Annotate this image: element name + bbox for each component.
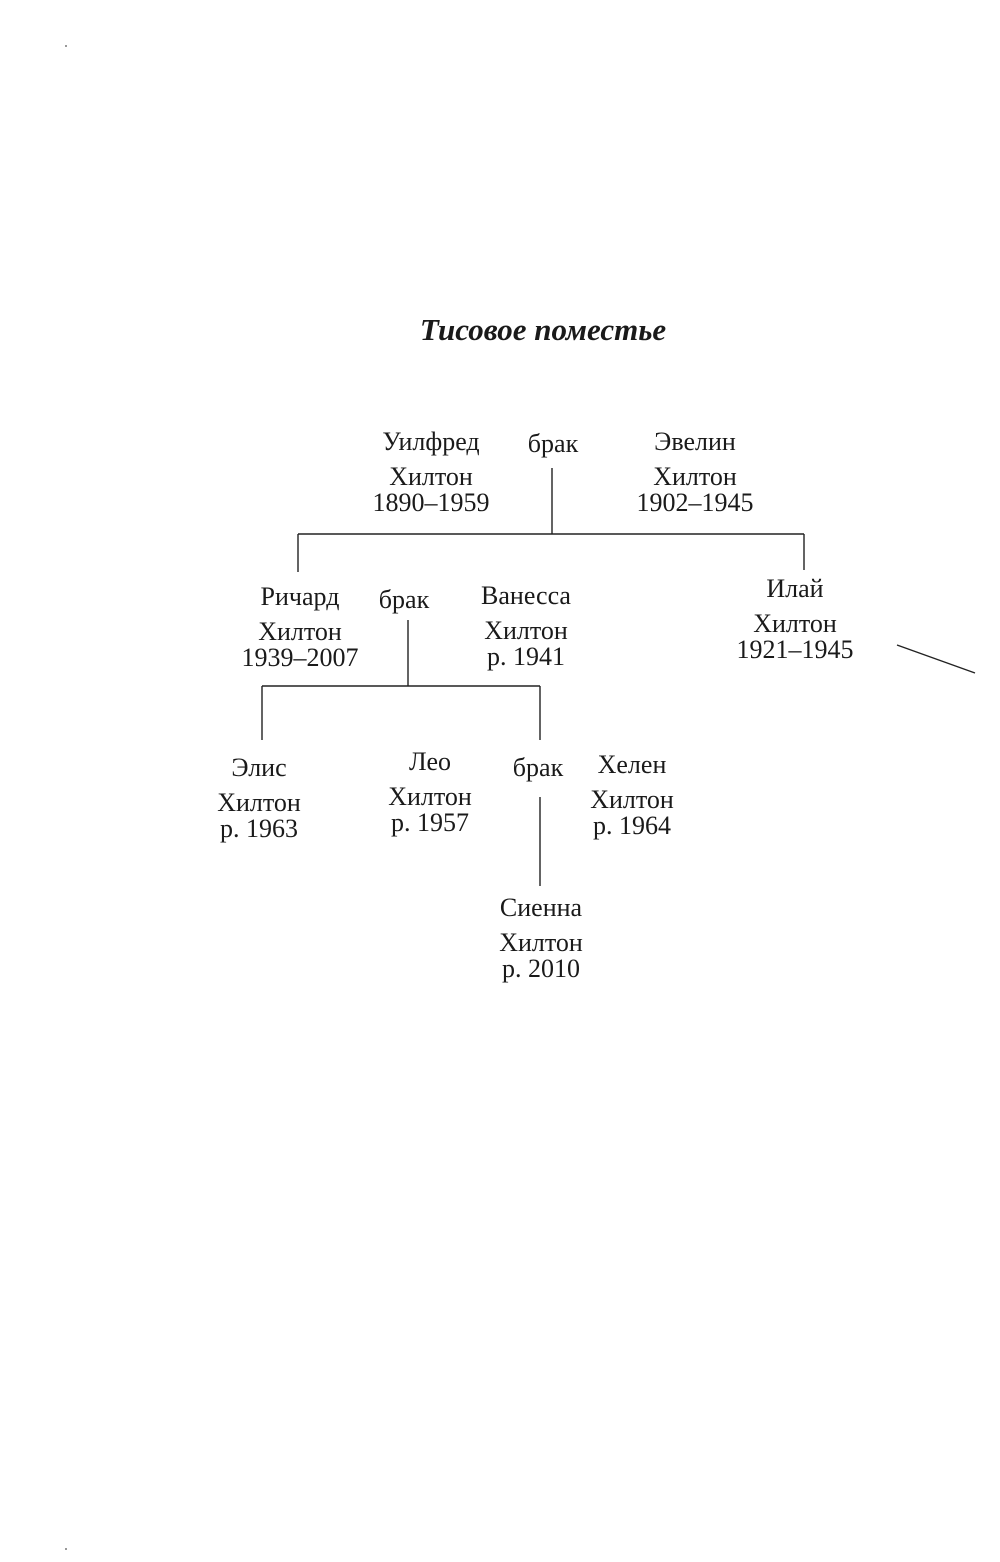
last-name: Хилтон [499, 928, 583, 957]
first-name: Эвелин [654, 427, 736, 456]
marriage-label: брак [512, 753, 564, 782]
last-name: Хилтон [590, 785, 674, 814]
first-name: Хелен [597, 750, 667, 779]
first-name: Уилфред [382, 427, 480, 456]
diagram-title: Тисовое поместье [419, 312, 667, 347]
life-dates: р. 1964 [592, 811, 671, 840]
person-richard: Ричард Хилтон 1939–2007 [242, 582, 359, 673]
marriage-label: брак [378, 585, 430, 614]
life-dates: р. 1941 [486, 642, 565, 671]
person-wilfred: Уилфред Хилтон 1890–1959 [373, 427, 490, 518]
life-dates: 1939–2007 [241, 643, 359, 672]
first-name: Ричард [260, 582, 340, 611]
person-sienna: Сиенна Хилтон р. 2010 [499, 893, 583, 984]
first-name: Лео [408, 747, 451, 776]
person-alice: Элис Хилтон р. 1963 [217, 753, 301, 844]
last-name: Хилтон [753, 609, 837, 638]
person-eli: Илай Хилтон 1921–1945 [737, 574, 854, 665]
last-name: Хилтон [389, 462, 473, 491]
last-name: Хилтон [653, 462, 737, 491]
first-name: Илай [766, 574, 824, 603]
life-dates: 1890–1959 [372, 488, 490, 517]
last-name: Хилтон [484, 616, 568, 645]
connector-eli-offpage [896, 644, 976, 674]
person-vanessa: Ванесса Хилтон р. 1941 [481, 581, 571, 672]
last-name: Хилтон [388, 782, 472, 811]
person-helen: Хелен Хилтон р. 1964 [590, 750, 674, 841]
person-evelyn: Эвелин Хилтон 1902–1945 [637, 427, 754, 518]
life-dates: 1921–1945 [736, 635, 854, 664]
person-leo: Лео Хилтон р. 1957 [388, 747, 472, 838]
life-dates: р. 1957 [390, 808, 469, 837]
last-name: Хилтон [258, 617, 342, 646]
first-name: Элис [231, 753, 287, 782]
last-name: Хилтон [217, 788, 301, 817]
first-name: Сиенна [499, 893, 583, 922]
life-dates: р. 1963 [219, 814, 298, 843]
life-dates: 1902–1945 [636, 488, 754, 517]
first-name: Ванесса [481, 581, 571, 610]
life-dates: р. 2010 [501, 954, 580, 983]
page-speck [65, 45, 67, 47]
page-speck [65, 1548, 67, 1550]
marriage-label: брак [527, 429, 579, 458]
